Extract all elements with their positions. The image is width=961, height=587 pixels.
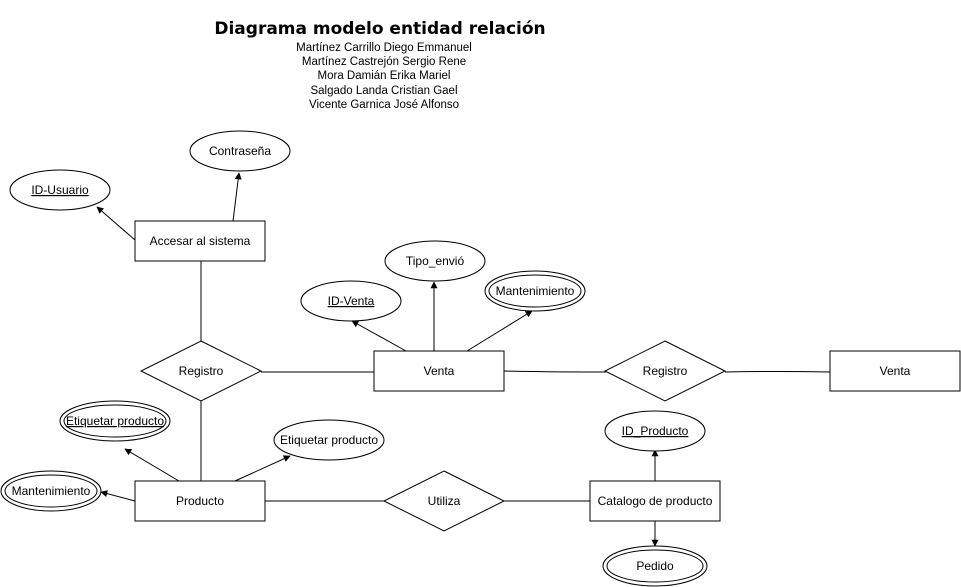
connector-arrow — [466, 310, 533, 352]
connector-arrow — [351, 320, 407, 352]
attribute-label: Contraseña — [209, 144, 271, 158]
relationship-label: Registro — [179, 364, 224, 378]
connector-line — [724, 371, 831, 373]
attribute-label: ID_Producto — [622, 424, 689, 438]
connector-arrow — [100, 490, 136, 502]
attribute-label: ID-Venta — [328, 294, 375, 308]
relationship-utiliza[interactable]: Utiliza — [382, 470, 506, 532]
entity-label: Venta — [424, 364, 455, 378]
connector-arrow — [124, 448, 180, 482]
entity-label: Producto — [176, 494, 224, 508]
attribute-etiquetar-producto-key[interactable]: Etiquetar producto — [59, 400, 171, 442]
attribute-id-usuario[interactable]: ID-Usuario — [9, 169, 111, 211]
attribute-label: Tipo_envió — [406, 254, 465, 268]
author-name: Vicente Garnica José Alfonso — [309, 99, 459, 111]
attribute-etiquetar-producto[interactable]: Etiquetar producto — [273, 419, 385, 461]
diagram-title: Diagrama modelo entidad relación — [214, 19, 545, 39]
entity-label: Accesar al sistema — [150, 234, 251, 248]
attribute-label: Pedido — [636, 559, 674, 573]
entity-venta-externa[interactable]: Venta — [829, 350, 961, 392]
attribute-label: Mantenimiento — [496, 284, 575, 298]
connector-line — [503, 370, 607, 373]
connectors — [96, 172, 831, 547]
author-name: Mora Damián Erika Mariel — [318, 70, 451, 82]
attribute-mantenimiento-producto[interactable]: Mantenimiento — [0, 470, 102, 512]
connector-arrow — [232, 172, 242, 222]
attribute-contrasena[interactable]: Contraseña — [189, 130, 291, 172]
relationship-registro-left[interactable]: Registro — [139, 340, 263, 402]
relationship-label: Registro — [643, 364, 688, 378]
attribute-label: Etiquetar producto — [66, 414, 164, 428]
connector-arrow — [234, 455, 291, 482]
attribute-pedido[interactable]: Pedido — [602, 545, 708, 587]
entity-label: Venta — [880, 364, 911, 378]
connector-arrow — [96, 206, 136, 241]
attribute-id-producto[interactable]: ID_Producto — [604, 410, 706, 452]
entity-producto[interactable]: Producto — [134, 480, 266, 522]
attribute-label: ID-Usuario — [31, 183, 89, 197]
relationship-registro-right[interactable]: Registro — [603, 340, 727, 402]
attribute-tipo-envio[interactable]: Tipo_envió — [384, 240, 486, 282]
entity-venta[interactable]: Venta — [373, 350, 505, 392]
attribute-label: Mantenimiento — [12, 484, 91, 498]
entity-label: Catalogo de producto — [598, 494, 713, 508]
attribute-label: Etiquetar producto — [280, 433, 378, 447]
relationship-label: Utiliza — [428, 494, 461, 508]
attribute-id-venta[interactable]: ID-Venta — [300, 280, 402, 322]
entity-accesar-al-sistema[interactable]: Accesar al sistema — [134, 220, 266, 262]
entity-catalogo-de-producto[interactable]: Catalogo de producto — [589, 480, 721, 522]
author-name: Martínez Castrejón Sergio Rene — [302, 56, 466, 68]
author-name: Salgado Landa Cristian Gael — [310, 85, 457, 97]
author-name: Martínez Carrillo Diego Emmanuel — [296, 42, 472, 54]
attribute-mantenimiento-venta[interactable]: Mantenimiento — [484, 270, 586, 312]
